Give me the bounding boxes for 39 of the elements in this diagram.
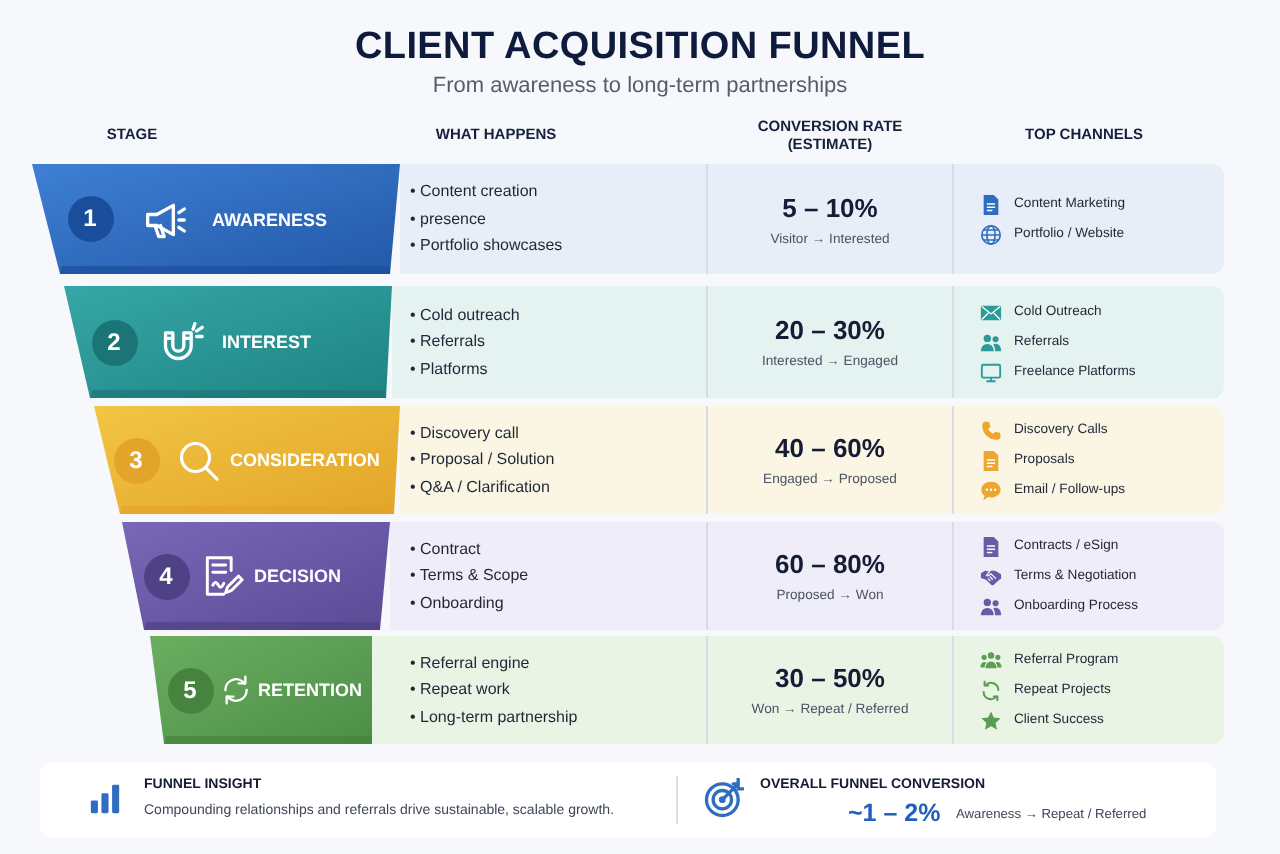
bullet-item: • Platforms — [410, 359, 488, 379]
conversion-rate: 30 – 50% — [775, 663, 885, 693]
stage-row — [372, 636, 1224, 744]
funnel-stage — [150, 636, 372, 744]
funnel-stage — [122, 522, 390, 630]
funnel-stage — [64, 286, 392, 398]
stage-name: AWARENESS — [212, 208, 328, 230]
bullet-item: • Terms & Scope — [410, 566, 529, 586]
bullet-item: • Referrals — [410, 332, 485, 352]
stage-row — [390, 522, 1224, 630]
bullet-item: • Repeat work — [410, 680, 510, 700]
page-title: CLIENT ACQUISITION FUNNEL — [354, 28, 926, 70]
stage-name: CONSIDERATION — [230, 449, 380, 471]
stage-name: RETENTION — [258, 679, 363, 701]
funnel-stage — [32, 164, 400, 274]
conversion-rate: 5 – 10% — [782, 192, 878, 222]
overall-rate: ~1 – 2% — [848, 799, 941, 829]
bullet-item: • Onboarding — [410, 593, 504, 613]
stage-row — [400, 406, 1224, 514]
subtitle: From awareness to long-term partnerships — [432, 74, 848, 102]
bullet-item: • Referral engine — [410, 653, 530, 673]
bullet-item: • Discovery call — [410, 423, 519, 443]
stage-row — [400, 164, 1224, 274]
stage-name: DECISION — [254, 565, 342, 587]
conversion-rate: 20 – 30% — [775, 315, 885, 345]
bullet-item: • Contract — [410, 539, 481, 559]
bullet-item: • Long-term partnership — [410, 707, 578, 727]
funnel-stage — [94, 406, 400, 514]
bullet-item: • presence — [410, 209, 486, 229]
bullet-item: • Portfolio showcases — [410, 236, 563, 256]
bullet-item: • Q&A / Clarification — [410, 477, 550, 497]
bullet-item: • Proposal / Solution — [410, 450, 555, 470]
bullet-item: • Content creation — [410, 182, 538, 202]
conversion-rate: 60 – 80% — [775, 549, 885, 579]
bullet-item: • Cold outreach — [410, 305, 520, 325]
stage-name: INTEREST — [222, 331, 312, 353]
insight-card — [40, 762, 1216, 838]
conversion-rate: 40 – 60% — [775, 433, 885, 463]
stage-row — [392, 286, 1224, 398]
